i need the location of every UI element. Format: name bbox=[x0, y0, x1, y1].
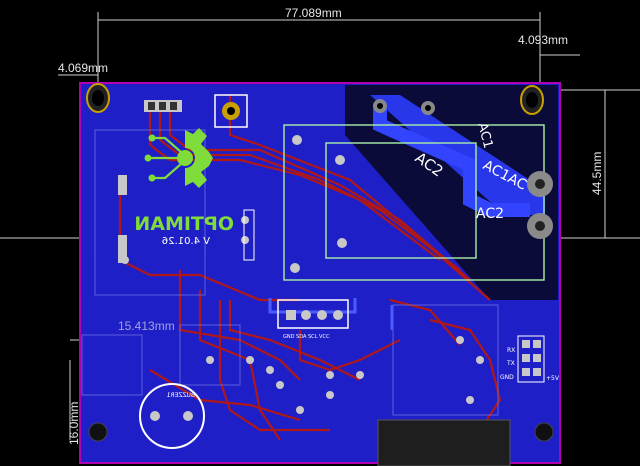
ch4-header bbox=[277, 299, 349, 329]
ac1-trace bbox=[373, 105, 530, 217]
label-ac2-right: AC2 bbox=[476, 206, 504, 222]
ac-terminal-pads bbox=[373, 99, 553, 239]
trimmer-pot bbox=[214, 94, 248, 128]
label-ac1-diagonal: AC1 bbox=[474, 121, 495, 150]
dim-inner-left: 15.413mm bbox=[118, 319, 175, 333]
programming-header bbox=[144, 100, 182, 112]
label-buzzer: BUZZER1 bbox=[166, 392, 195, 399]
bottom-connector bbox=[377, 419, 511, 466]
uart-header bbox=[517, 335, 545, 383]
logo-gear-icon bbox=[144, 128, 213, 188]
vias bbox=[121, 135, 484, 414]
blue-traces bbox=[268, 298, 394, 330]
label-power: +5V bbox=[546, 375, 560, 382]
relay-outline bbox=[283, 124, 545, 281]
label-rx: RX bbox=[507, 347, 515, 354]
label-gnd: GND bbox=[500, 374, 514, 381]
logo-version: V 4.01.26 bbox=[162, 236, 210, 247]
label-tx: TX bbox=[506, 360, 515, 367]
label-ch4-pins: GND SDA SCL VCC bbox=[283, 334, 330, 340]
dim-bottom-left: 16.0mm bbox=[67, 402, 81, 445]
dim-height-right: 44.5mm bbox=[590, 152, 604, 195]
mounting-holes bbox=[86, 83, 554, 442]
component-outlines bbox=[81, 129, 499, 416]
buzzer bbox=[139, 383, 205, 449]
dim-right-offset: 4.093mm bbox=[518, 33, 568, 47]
dim-width-top: 77.089mm bbox=[285, 6, 342, 20]
left-pads bbox=[118, 175, 255, 263]
logo-name: OPTIMAN bbox=[134, 213, 234, 235]
dim-left-offset: 4.069mm bbox=[58, 61, 108, 75]
